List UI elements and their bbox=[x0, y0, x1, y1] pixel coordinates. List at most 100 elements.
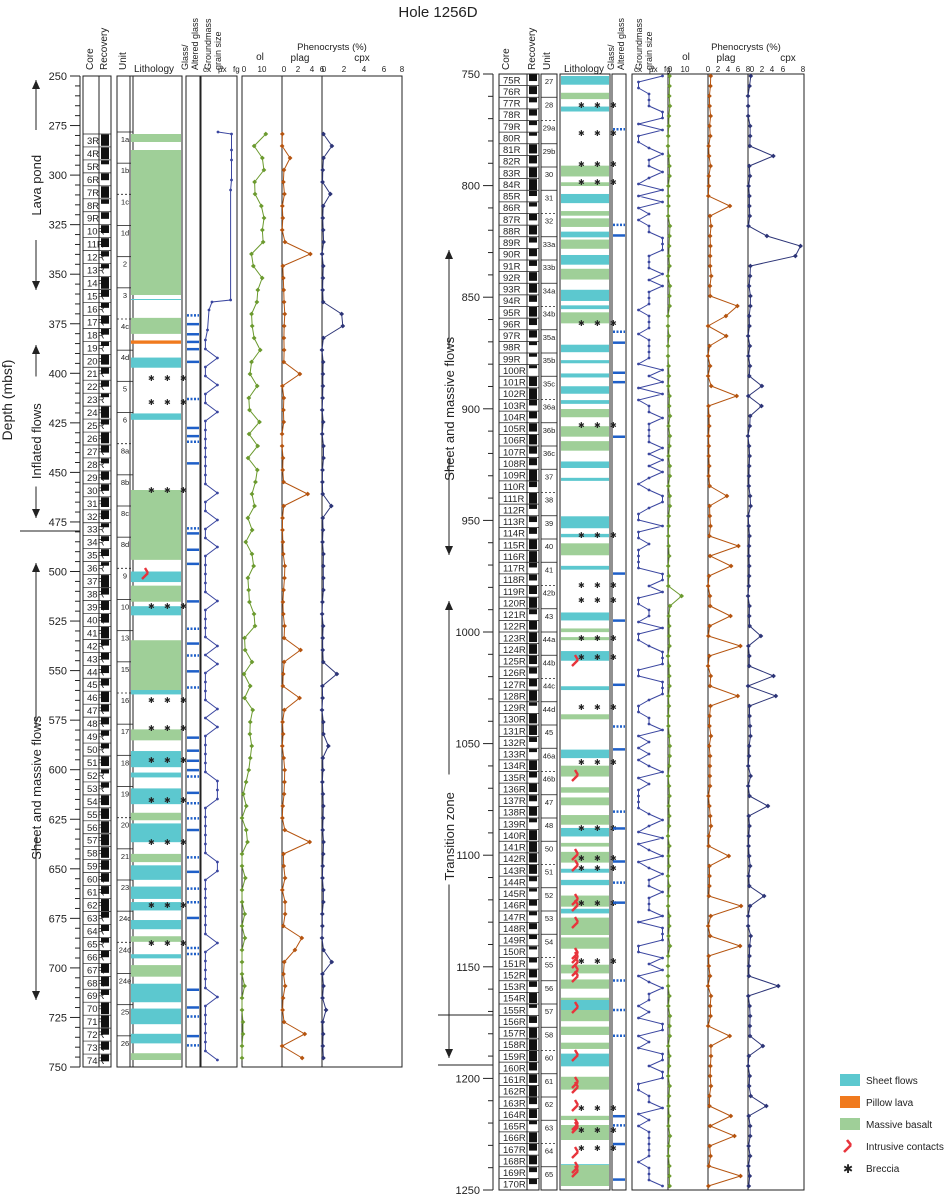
grain-size-point bbox=[204, 1031, 207, 1035]
cpx-point bbox=[320, 395, 325, 401]
grain-size-point bbox=[661, 74, 664, 78]
ol-point bbox=[666, 1173, 672, 1179]
breccia-symbol: ✱ bbox=[610, 957, 617, 966]
ol-point bbox=[666, 123, 672, 129]
core-label: 51R bbox=[87, 758, 105, 769]
plag-point bbox=[737, 943, 743, 949]
core-label: 140R bbox=[503, 831, 526, 842]
plag-point bbox=[707, 593, 713, 599]
core-label: 83R bbox=[503, 168, 521, 179]
plag-point bbox=[280, 731, 286, 737]
core-label: 145R bbox=[503, 889, 526, 900]
recovery-bar bbox=[101, 937, 109, 943]
plag-point bbox=[705, 1023, 711, 1029]
cpx-point bbox=[746, 553, 752, 559]
grain-size-point bbox=[647, 740, 651, 744]
recovery-bar bbox=[529, 481, 537, 488]
recovery-bar bbox=[101, 704, 109, 712]
plag-point bbox=[282, 983, 288, 989]
plag-point bbox=[707, 773, 713, 779]
core-label: 16R bbox=[87, 304, 105, 315]
plag-point bbox=[708, 83, 713, 89]
grain-size-point bbox=[647, 848, 651, 852]
legend-intrusive-swatch bbox=[843, 1139, 853, 1153]
core-label: 41R bbox=[87, 628, 105, 639]
plag-point bbox=[282, 827, 288, 833]
breccia-symbol: ✱ bbox=[578, 160, 585, 169]
recovery-bar bbox=[529, 74, 537, 82]
depth-tick-label: 750 bbox=[462, 69, 480, 81]
grain-size-point bbox=[637, 548, 640, 552]
plag-point bbox=[706, 653, 712, 659]
grain-size-point bbox=[204, 446, 207, 450]
plag-point bbox=[280, 671, 286, 677]
grain-size-point bbox=[647, 824, 651, 828]
cpx-point bbox=[798, 243, 803, 249]
plag-point bbox=[279, 203, 285, 209]
massive-interval bbox=[561, 842, 609, 847]
plag-point bbox=[705, 923, 711, 929]
recovery-bar bbox=[529, 958, 537, 963]
recovery-bar bbox=[529, 1062, 537, 1071]
core-label: 40R bbox=[87, 615, 105, 626]
grain-size-point bbox=[661, 932, 664, 936]
recovery-bar bbox=[529, 225, 537, 235]
depth-tick-label: 950 bbox=[462, 515, 480, 527]
recovery-bar bbox=[101, 406, 109, 418]
grain-size-point bbox=[647, 1094, 651, 1098]
core-label: 60R bbox=[87, 875, 105, 886]
grain-size-point bbox=[204, 626, 207, 630]
plag-series-line bbox=[707, 75, 743, 1187]
plag-point bbox=[281, 407, 286, 413]
core-label: 81R bbox=[503, 145, 521, 156]
sheet-interval bbox=[561, 386, 609, 394]
recovery-bar bbox=[529, 795, 537, 802]
plag-point bbox=[282, 239, 288, 245]
grain-size-point bbox=[661, 818, 664, 822]
recovery-bar bbox=[529, 818, 537, 823]
ol-point bbox=[242, 875, 248, 881]
ol-point bbox=[239, 947, 245, 953]
intrusive-contact-symbol bbox=[571, 1099, 580, 1112]
recovery-bar bbox=[101, 251, 109, 257]
core-label: 162R bbox=[503, 1087, 526, 1098]
recovery-bar bbox=[529, 237, 537, 243]
cpx-point bbox=[320, 791, 326, 797]
grain-size-point bbox=[204, 536, 207, 540]
cpx-point bbox=[746, 1143, 752, 1149]
core-label: 144R bbox=[503, 877, 526, 888]
ol-point bbox=[249, 659, 255, 665]
recovery-bar bbox=[529, 458, 537, 466]
breccia-symbol: ✱ bbox=[578, 824, 585, 833]
grain-size-point bbox=[637, 800, 640, 804]
ol-point bbox=[666, 1063, 672, 1069]
recovery-bar bbox=[101, 1028, 109, 1035]
grain-size-point bbox=[637, 566, 640, 570]
core-label: 9R bbox=[87, 214, 99, 225]
plag-point bbox=[707, 363, 713, 369]
recovery-bar bbox=[529, 97, 537, 103]
grain-size-point bbox=[637, 746, 640, 750]
breccia-symbol: ✱ bbox=[610, 1144, 617, 1153]
massive-interval bbox=[561, 441, 609, 451]
recovery-bar bbox=[101, 821, 109, 833]
cpx-point bbox=[320, 815, 326, 821]
depth-tick-label: 475 bbox=[49, 517, 67, 529]
plag-point bbox=[279, 815, 285, 821]
grain-size-point bbox=[647, 896, 651, 900]
recovery-bar bbox=[101, 873, 109, 882]
breccia-symbol: ✱ bbox=[594, 101, 601, 110]
core-label: 76R bbox=[503, 87, 521, 98]
grain-size-tick: µx bbox=[649, 65, 658, 74]
unit-label: 2 bbox=[123, 260, 127, 269]
cpx-point bbox=[746, 813, 752, 819]
cpx-point bbox=[320, 275, 326, 281]
plag-point bbox=[280, 683, 286, 689]
ol-point bbox=[666, 93, 672, 99]
phenocryst-tick-label: 0 bbox=[282, 65, 287, 74]
recovery-bar bbox=[529, 1004, 537, 1008]
plag-point bbox=[732, 1133, 737, 1139]
recovery-column-frame bbox=[98, 75, 112, 1068]
unit-label: 1b bbox=[121, 166, 129, 175]
core-label: 116R bbox=[503, 552, 525, 563]
